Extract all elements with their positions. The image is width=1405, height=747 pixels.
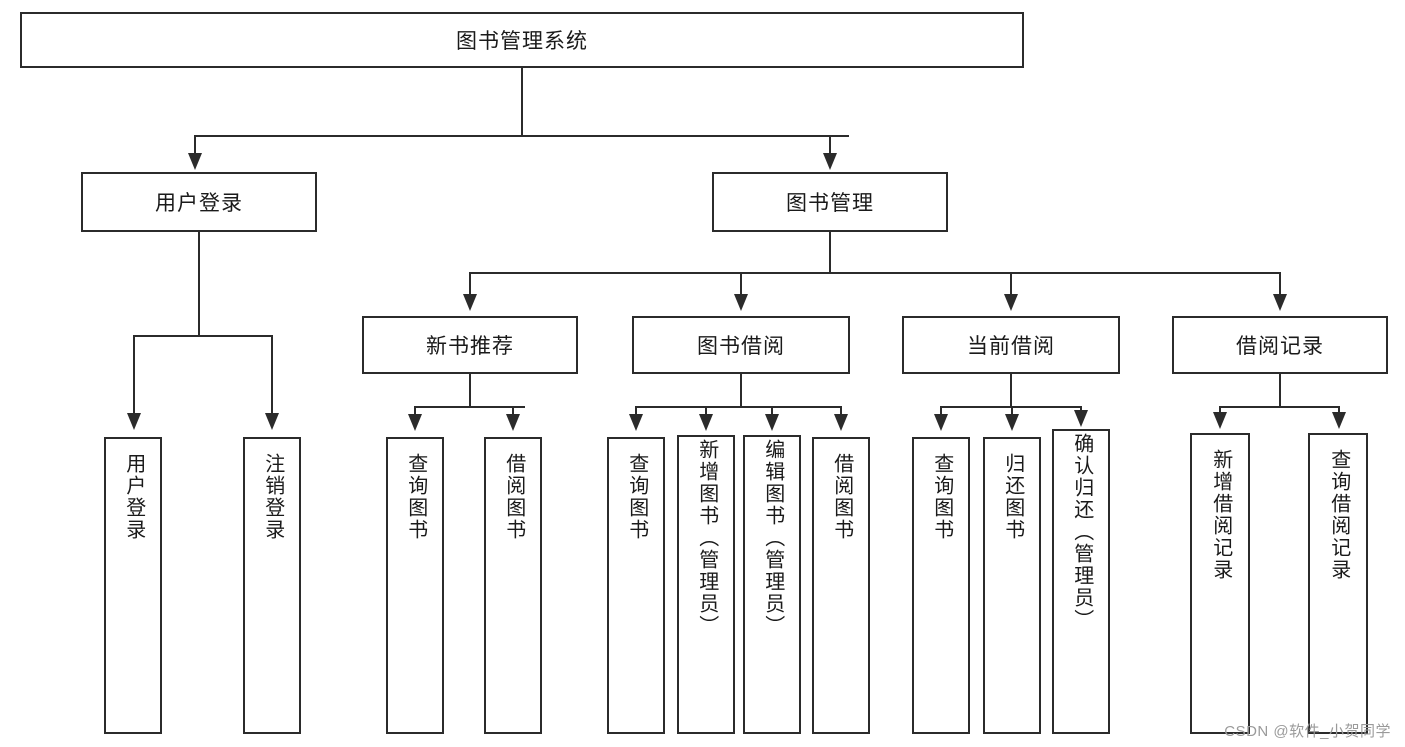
connector-root-bar bbox=[194, 135, 849, 137]
connector-borrow-drop-1 bbox=[635, 406, 637, 418]
leaf-return-book[interactable]: 归还图书 bbox=[983, 437, 1041, 734]
connector-newbook-bar bbox=[414, 406, 525, 408]
connector-newbook-drop-1 bbox=[414, 406, 416, 418]
leaf-label: 借阅图书 bbox=[502, 453, 525, 541]
arrow-borrow-leaf-2 bbox=[699, 414, 713, 431]
connector-record-stem bbox=[1279, 374, 1281, 408]
leaf-add-borrow-record[interactable]: 新增借阅记录 bbox=[1190, 433, 1250, 734]
connector-bookmgmt-drop-4 bbox=[1279, 272, 1281, 296]
connector-bookmgmt-bar bbox=[469, 272, 1281, 274]
arrow-to-user-login bbox=[188, 153, 202, 170]
connector-bookmgmt-stem bbox=[829, 232, 831, 274]
connector-bookmgmt-drop-2 bbox=[740, 272, 742, 296]
connector-newbook-drop-2 bbox=[512, 406, 514, 418]
node-label: 图书借阅 bbox=[697, 335, 785, 358]
arrow-to-leaf-logout bbox=[265, 413, 279, 430]
connector-borrow-bar bbox=[635, 406, 842, 408]
leaf-query-book-newbook[interactable]: 查询图书 bbox=[386, 437, 444, 734]
leaf-label: 查询图书 bbox=[404, 453, 427, 541]
arrow-to-book-borrow bbox=[734, 294, 748, 311]
connector-userlogin-bar bbox=[133, 335, 273, 337]
connector-current-drop-1 bbox=[940, 406, 942, 418]
connector-current-bar bbox=[940, 406, 1081, 408]
connector-userlogin-stem bbox=[198, 232, 200, 336]
arrow-to-current-borrow bbox=[1004, 294, 1018, 311]
leaf-query-borrow-record[interactable]: 查询借阅记录 bbox=[1308, 433, 1368, 734]
node-book-borrow[interactable]: 图书借阅 bbox=[632, 316, 850, 374]
connector-borrow-drop-4 bbox=[840, 406, 842, 418]
leaf-label: 用户登录 bbox=[122, 453, 145, 541]
leaf-user-login[interactable]: 用户登录 bbox=[104, 437, 162, 734]
connector-userlogin-drop-1 bbox=[133, 335, 135, 417]
connector-bookmgmt-drop-3 bbox=[1010, 272, 1012, 296]
leaf-confirm-return-admin[interactable]: 确认归还（管理员） bbox=[1052, 429, 1110, 734]
leaf-add-book-admin[interactable]: 新增图书（管理员） bbox=[677, 435, 735, 734]
node-label: 用户登录 bbox=[155, 192, 243, 215]
watermark: CSDN @软件_小贺同学 bbox=[1224, 723, 1391, 740]
connector-root-stem bbox=[521, 68, 523, 136]
arrow-record-leaf-2 bbox=[1332, 412, 1346, 429]
connector-borrow-stem bbox=[740, 374, 742, 408]
leaf-logout[interactable]: 注销登录 bbox=[243, 437, 301, 734]
leaf-edit-book-admin[interactable]: 编辑图书（管理员） bbox=[743, 435, 801, 734]
node-label: 借阅记录 bbox=[1236, 335, 1324, 358]
leaf-label: 新增借阅记录 bbox=[1209, 449, 1232, 581]
arrow-newbook-leaf-1 bbox=[408, 414, 422, 431]
arrow-to-leaf-user-login bbox=[127, 413, 141, 430]
node-current-borrow[interactable]: 当前借阅 bbox=[902, 316, 1120, 374]
node-label: 图书管理系统 bbox=[456, 30, 588, 53]
connector-newbook-stem bbox=[469, 374, 471, 408]
node-borrow-record[interactable]: 借阅记录 bbox=[1172, 316, 1388, 374]
node-label: 当前借阅 bbox=[967, 335, 1055, 358]
arrow-current-leaf-2 bbox=[1005, 414, 1019, 431]
leaf-label: 查询图书 bbox=[625, 453, 648, 541]
connector-record-bar bbox=[1219, 406, 1339, 408]
node-user-login[interactable]: 用户登录 bbox=[81, 172, 317, 232]
arrow-current-leaf-1 bbox=[934, 414, 948, 431]
node-book-management[interactable]: 图书管理 bbox=[712, 172, 948, 232]
connector-root-left-drop bbox=[194, 135, 196, 157]
leaf-label: 查询图书 bbox=[930, 453, 953, 541]
leaf-borrow-book-newbook[interactable]: 借阅图书 bbox=[484, 437, 542, 734]
leaf-label: 注销登录 bbox=[261, 453, 284, 541]
connector-bookmgmt-drop-1 bbox=[469, 272, 471, 296]
connector-borrow-drop-2 bbox=[705, 406, 707, 418]
connector-borrow-drop-3 bbox=[771, 406, 773, 418]
node-root-book-management-system[interactable]: 图书管理系统 bbox=[20, 12, 1024, 68]
connector-current-stem bbox=[1010, 374, 1012, 408]
connector-root-right-drop bbox=[829, 135, 831, 157]
connector-record-drop-2 bbox=[1338, 406, 1340, 416]
connector-userlogin-drop-2 bbox=[271, 335, 273, 417]
leaf-label: 归还图书 bbox=[1001, 453, 1024, 541]
leaf-borrow-book[interactable]: 借阅图书 bbox=[812, 437, 870, 734]
arrow-current-leaf-3 bbox=[1074, 410, 1088, 427]
leaf-label: 编辑图书（管理员） bbox=[761, 439, 784, 637]
arrow-borrow-leaf-1 bbox=[629, 414, 643, 431]
leaf-label: 新增图书（管理员） bbox=[695, 439, 718, 637]
arrow-to-book-mgmt bbox=[823, 153, 837, 170]
arrow-borrow-leaf-3 bbox=[765, 414, 779, 431]
connector-current-drop-2 bbox=[1011, 406, 1013, 418]
node-label: 新书推荐 bbox=[426, 335, 514, 358]
leaf-label: 查询借阅记录 bbox=[1327, 449, 1350, 581]
arrow-to-new-book-rec bbox=[463, 294, 477, 311]
arrow-borrow-leaf-4 bbox=[834, 414, 848, 431]
leaf-label: 借阅图书 bbox=[830, 453, 853, 541]
leaf-query-book-current[interactable]: 查询图书 bbox=[912, 437, 970, 734]
arrow-newbook-leaf-2 bbox=[506, 414, 520, 431]
leaf-label: 确认归还（管理员） bbox=[1070, 433, 1093, 631]
arrow-to-borrow-record bbox=[1273, 294, 1287, 311]
connector-record-drop-1 bbox=[1219, 406, 1221, 416]
node-new-book-recommend[interactable]: 新书推荐 bbox=[362, 316, 578, 374]
leaf-query-book-borrow[interactable]: 查询图书 bbox=[607, 437, 665, 734]
node-label: 图书管理 bbox=[786, 192, 874, 215]
arrow-record-leaf-1 bbox=[1213, 412, 1227, 429]
